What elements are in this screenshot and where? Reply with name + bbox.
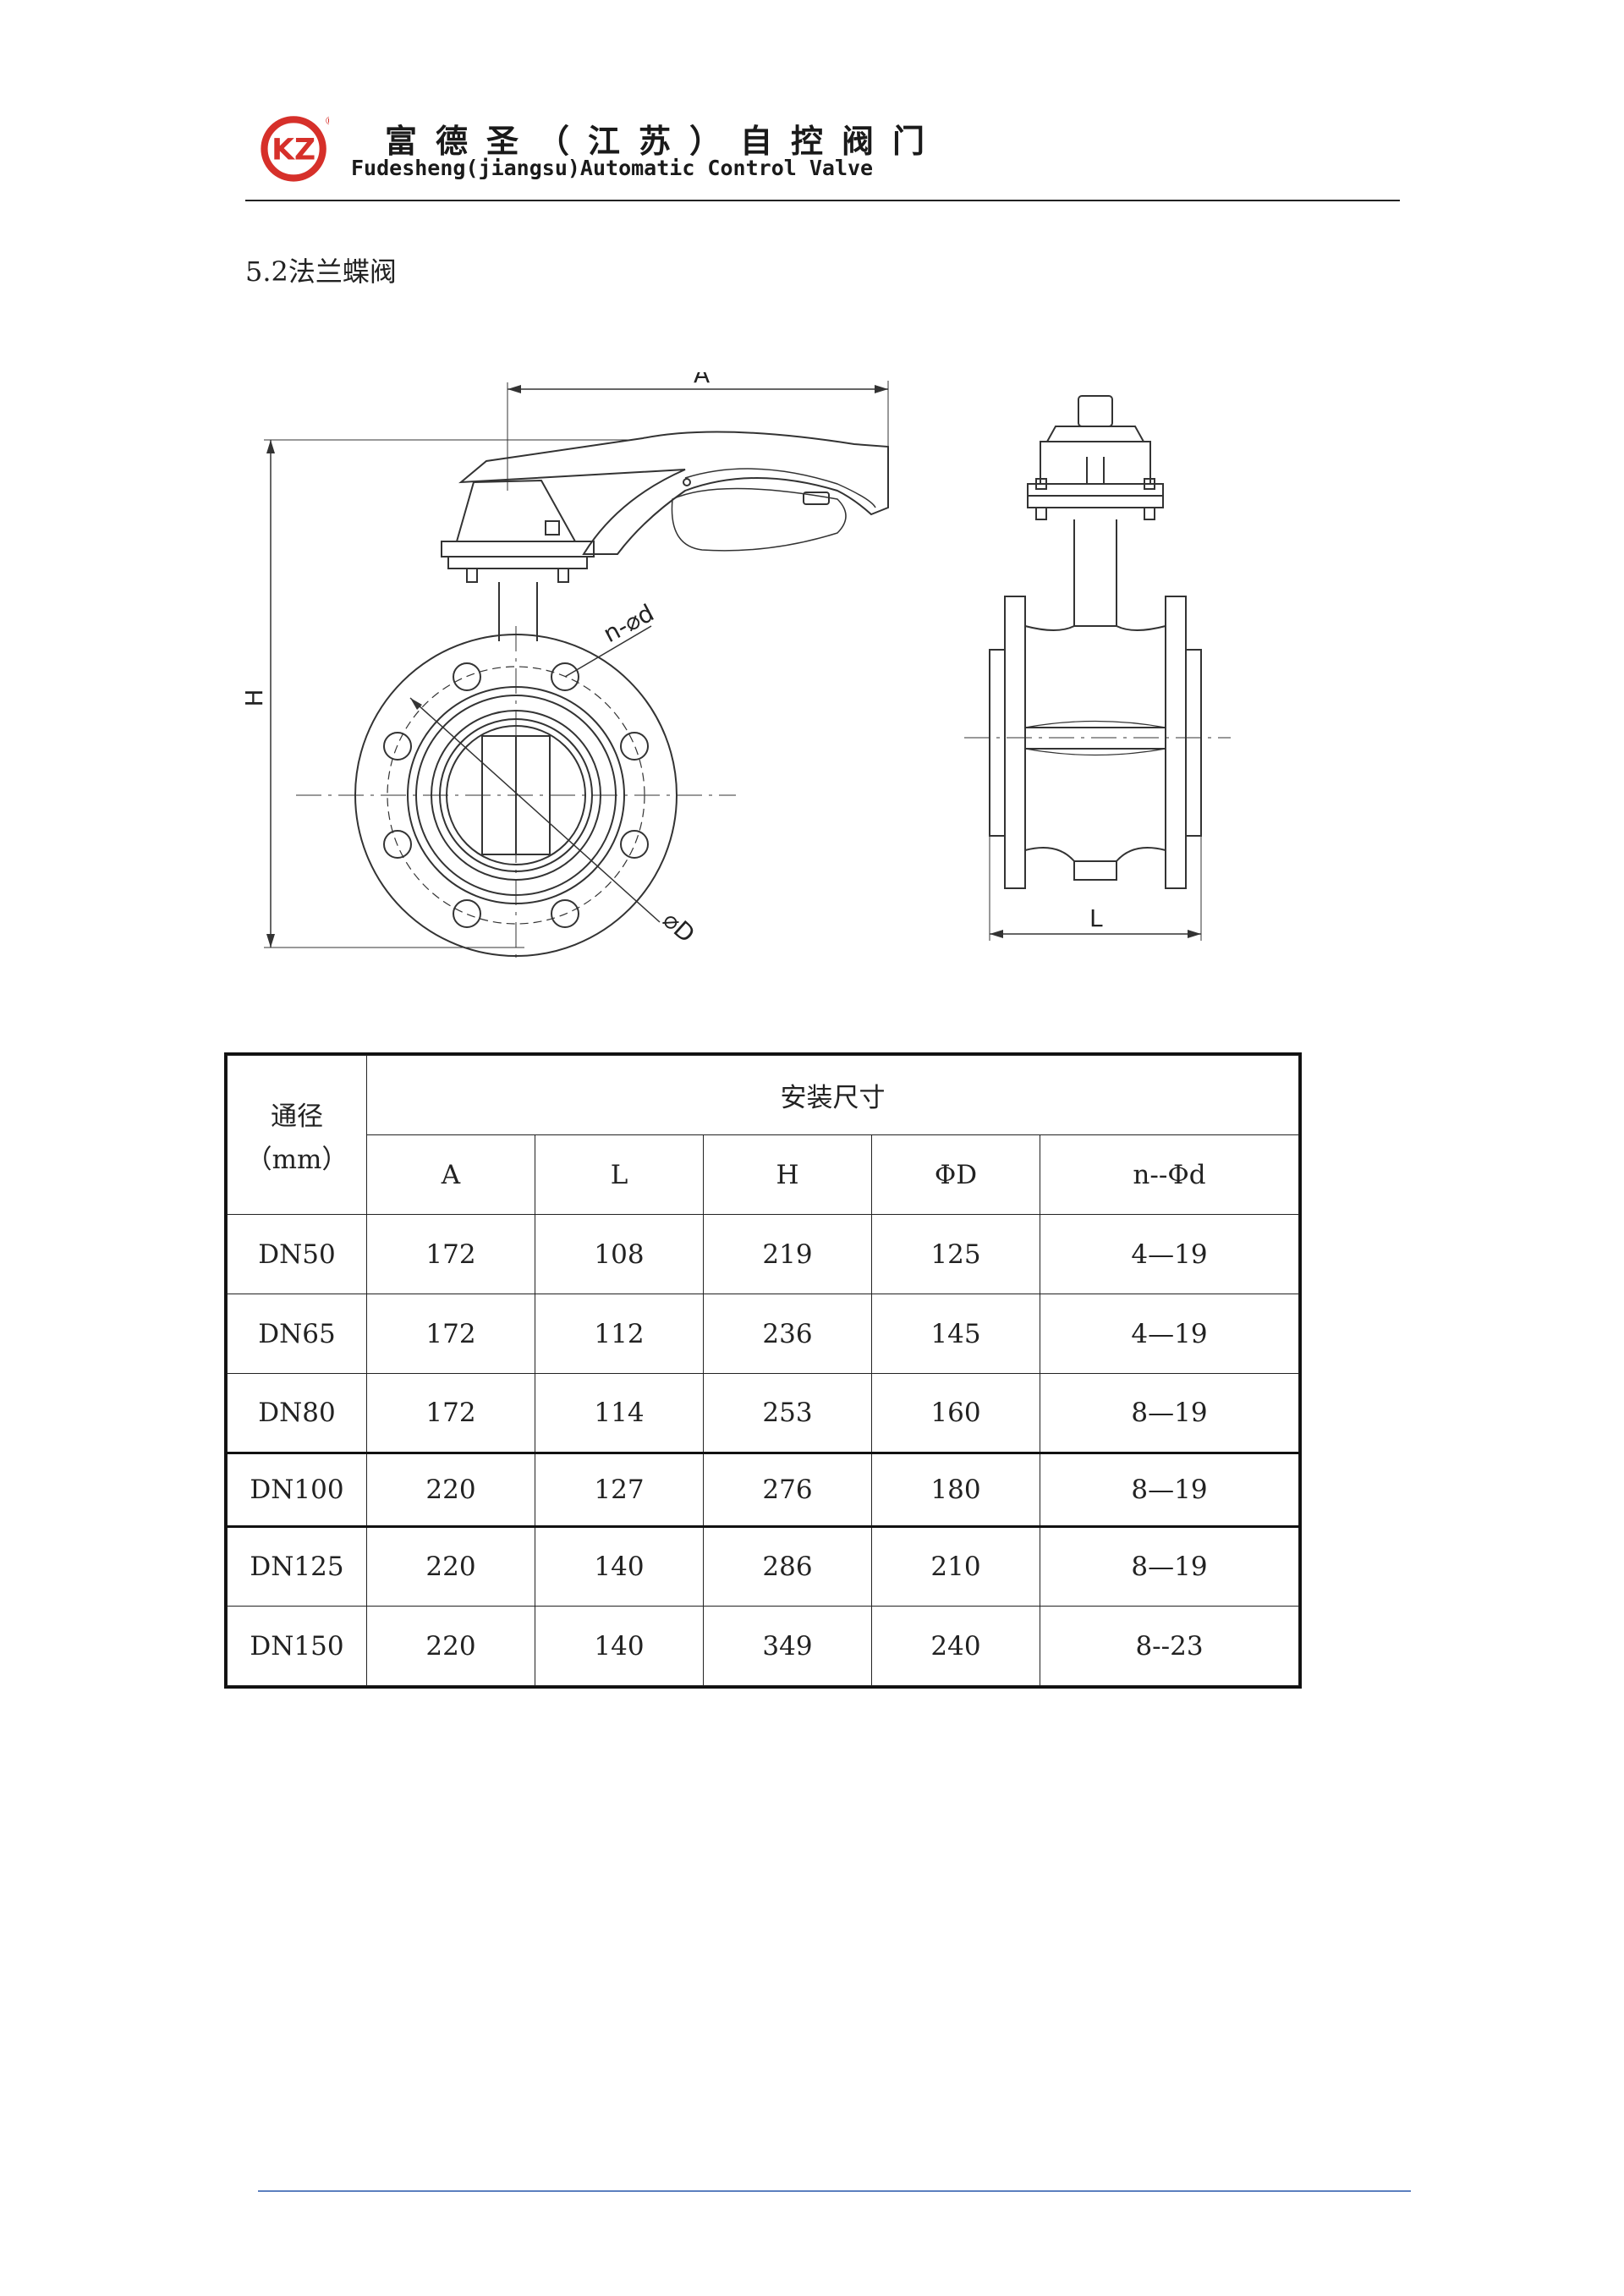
table-cell: 8—19 xyxy=(1040,1452,1299,1527)
dimension-label-a: A xyxy=(694,372,710,388)
table-subheader-row: A L H ΦD n--Φd xyxy=(228,1134,1299,1215)
table-cell: 240 xyxy=(871,1606,1040,1686)
table-header-row: 通径 （mm） 安装尺寸 xyxy=(227,1055,1299,1215)
table-row: DN50 172 108 219 125 4—19 xyxy=(227,1214,1299,1294)
section-title: 5.2法兰蝶阀 xyxy=(245,255,397,288)
table-cell: 172 xyxy=(366,1214,535,1294)
table-cell: 8—19 xyxy=(1040,1525,1299,1607)
table-cell: 140 xyxy=(535,1525,704,1607)
company-name-en: Fudesheng(jiangsu)Automatic Control Valv… xyxy=(351,156,874,180)
valve-technical-drawing: A H xyxy=(245,372,1231,964)
table-cell: 8--23 xyxy=(1040,1606,1299,1686)
logo-registered-mark: ® xyxy=(325,115,329,128)
header-bore: 通径 （mm） xyxy=(227,1055,367,1215)
table-cell: DN80 xyxy=(227,1373,367,1453)
table-cell: 114 xyxy=(535,1373,704,1453)
table-cell: DN150 xyxy=(227,1606,367,1686)
footer-divider xyxy=(258,2190,1411,2192)
column-header: A xyxy=(366,1134,535,1215)
table-cell: DN100 xyxy=(227,1452,367,1527)
logo-text: KZ xyxy=(272,134,315,168)
table-cell: 219 xyxy=(703,1214,872,1294)
table-cell: 145 xyxy=(871,1294,1040,1374)
table-cell: 4—19 xyxy=(1040,1214,1299,1294)
table-cell: 253 xyxy=(703,1373,872,1453)
company-name-cn: 富德圣（江苏）自控阀门 xyxy=(385,123,944,160)
header-bore-unit: （mm） xyxy=(245,1144,348,1175)
table-cell: 236 xyxy=(703,1294,872,1374)
table-cell: 180 xyxy=(871,1452,1040,1527)
table-cell: 4—19 xyxy=(1040,1294,1299,1374)
column-header: n--Φd xyxy=(1040,1134,1299,1215)
table-cell: 172 xyxy=(366,1294,535,1374)
table-row: DN125 220 140 286 210 8—19 xyxy=(227,1525,1299,1607)
page-header: KZ ® 富德圣（江苏）自控阀门 Fudesheng(jiangsu)Autom… xyxy=(241,108,1391,193)
table-cell: 286 xyxy=(703,1525,872,1607)
table-cell: 125 xyxy=(871,1214,1040,1294)
header-divider xyxy=(245,200,1400,201)
table-cell: 276 xyxy=(703,1452,872,1527)
table-cell: DN125 xyxy=(227,1525,367,1607)
spec-table: 通径 （mm） 安装尺寸 A L H ΦD n--Φd DN50 172 108… xyxy=(224,1052,1302,1689)
table-row: DN100 220 127 276 180 8—19 xyxy=(227,1452,1299,1527)
header-install-dimensions: 安装尺寸 xyxy=(366,1055,1299,1135)
table-cell: 220 xyxy=(366,1525,535,1607)
table-row: DN80 172 114 253 160 8—19 xyxy=(227,1373,1299,1453)
table-cell: DN50 xyxy=(227,1214,367,1294)
table-cell: 349 xyxy=(703,1606,872,1686)
table-cell: 210 xyxy=(871,1525,1040,1607)
table-row: DN150 220 140 349 240 8--23 xyxy=(227,1606,1299,1686)
table-cell: 112 xyxy=(535,1294,704,1374)
table-row: DN65 172 112 236 145 4—19 xyxy=(227,1294,1299,1374)
column-header: ΦD xyxy=(871,1134,1040,1215)
table-cell: 172 xyxy=(366,1373,535,1453)
table-cell: 108 xyxy=(535,1214,704,1294)
column-header: L xyxy=(535,1134,704,1215)
dimension-label-d: ⌀D xyxy=(657,906,700,948)
dimension-label-l: L xyxy=(1089,904,1103,932)
column-header: H xyxy=(703,1134,872,1215)
dimension-label-nd: n-⌀d xyxy=(599,599,659,648)
table-cell: 160 xyxy=(871,1373,1040,1453)
company-logo: KZ ® xyxy=(261,115,329,182)
table-cell: 220 xyxy=(366,1606,535,1686)
dimension-label-h: H xyxy=(245,689,268,706)
table-cell: 140 xyxy=(535,1606,704,1686)
table-cell: DN65 xyxy=(227,1294,367,1374)
table-cell: 127 xyxy=(535,1452,704,1527)
header-bore-label: 通径 xyxy=(271,1101,323,1132)
front-view: A H xyxy=(245,372,889,964)
side-view: L xyxy=(964,395,1231,941)
table-cell: 8—19 xyxy=(1040,1373,1299,1453)
table-cell: 220 xyxy=(366,1452,535,1527)
